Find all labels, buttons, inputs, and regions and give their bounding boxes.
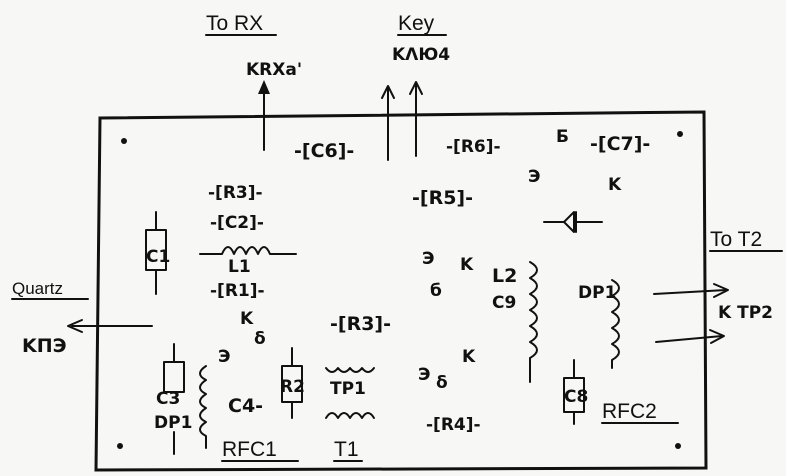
c6-label: -[C6]- — [294, 140, 354, 162]
to-t2-arrowhead-top — [713, 283, 729, 298]
pin-k2: K — [460, 255, 474, 275]
rfc1-label: RFC1 — [222, 438, 277, 461]
to-t2-label: To T2 — [710, 228, 762, 251]
mount-dot — [121, 138, 127, 144]
pin-e2: Э — [422, 249, 434, 269]
key-code: KΛЮ4 — [392, 45, 450, 65]
c4-label: C4- — [228, 395, 263, 417]
c3-label: C3 — [156, 389, 180, 409]
quartz-arrowhead — [67, 319, 83, 333]
c7-label: -[C7]- — [590, 133, 650, 155]
to-t2-arrow-top — [653, 289, 727, 295]
diode-icon — [563, 211, 577, 233]
quartz-code: KПЭ — [22, 335, 67, 357]
mount-dot — [677, 131, 683, 137]
mount-dot — [117, 443, 123, 449]
pin-e4: Э — [218, 347, 230, 367]
pin-e1: Э — [528, 167, 540, 187]
key-label: Key — [398, 12, 435, 35]
c9-label: C9 — [492, 293, 516, 313]
to-t2-code: K TP2 — [718, 303, 773, 323]
c2-label: -[C2]- — [210, 213, 264, 233]
tp1-label: TP1 — [330, 379, 366, 399]
to-t2-arrow-bottom — [655, 335, 723, 343]
rfc1-coil — [199, 365, 207, 449]
to-t2-arrowhead-bottom — [709, 329, 725, 344]
t1-label: T1 — [334, 438, 359, 461]
quartz-label: Quartz — [12, 279, 63, 298]
r1-label: -[R1]- — [210, 281, 265, 301]
tp1-coil-top — [325, 367, 375, 373]
l2-label: L2 — [492, 265, 517, 287]
r5-label: -[R5]- — [412, 187, 473, 209]
to-rx-code: KRXa' — [246, 60, 302, 80]
dp1-left-label: DP1 — [154, 413, 192, 433]
pin-e5: Э — [418, 365, 430, 385]
to-rx-arrowhead — [258, 80, 270, 94]
c8-label: C8 — [564, 387, 588, 407]
key-arrowhead-right — [409, 81, 423, 95]
pin-b2: б — [430, 281, 442, 301]
rfc2-coil — [611, 279, 620, 369]
k-pin-k3: K — [240, 309, 254, 329]
dp1-right-label: DP1 — [578, 283, 616, 303]
r3-mid-label: -[R3]- — [330, 313, 391, 335]
mount-dot — [675, 443, 681, 449]
board-outline — [94, 110, 708, 472]
key-arrowhead-left — [381, 85, 395, 99]
c1-label: C1 — [146, 247, 170, 267]
rfc2-label: RFC2 — [602, 400, 657, 423]
pin-b3: δ — [254, 329, 266, 349]
tp1-coil-bottom — [325, 412, 375, 419]
r6-label: -[R6]- — [446, 137, 501, 157]
c3-body — [163, 361, 185, 393]
r3-top-label: -[R3]- — [208, 183, 263, 203]
to-rx-label: To RX — [206, 12, 263, 35]
r2-label: R2 — [280, 377, 305, 397]
l1-label: L1 — [228, 257, 251, 277]
pin-b5: δ — [436, 373, 448, 393]
pin-k5: K — [462, 347, 476, 367]
r4-label: -[R4]- — [426, 415, 481, 435]
pin-b1: Б — [556, 127, 569, 147]
pin-k1: K — [608, 175, 622, 195]
l2-coil — [529, 261, 538, 383]
l1-coil — [199, 246, 297, 255]
